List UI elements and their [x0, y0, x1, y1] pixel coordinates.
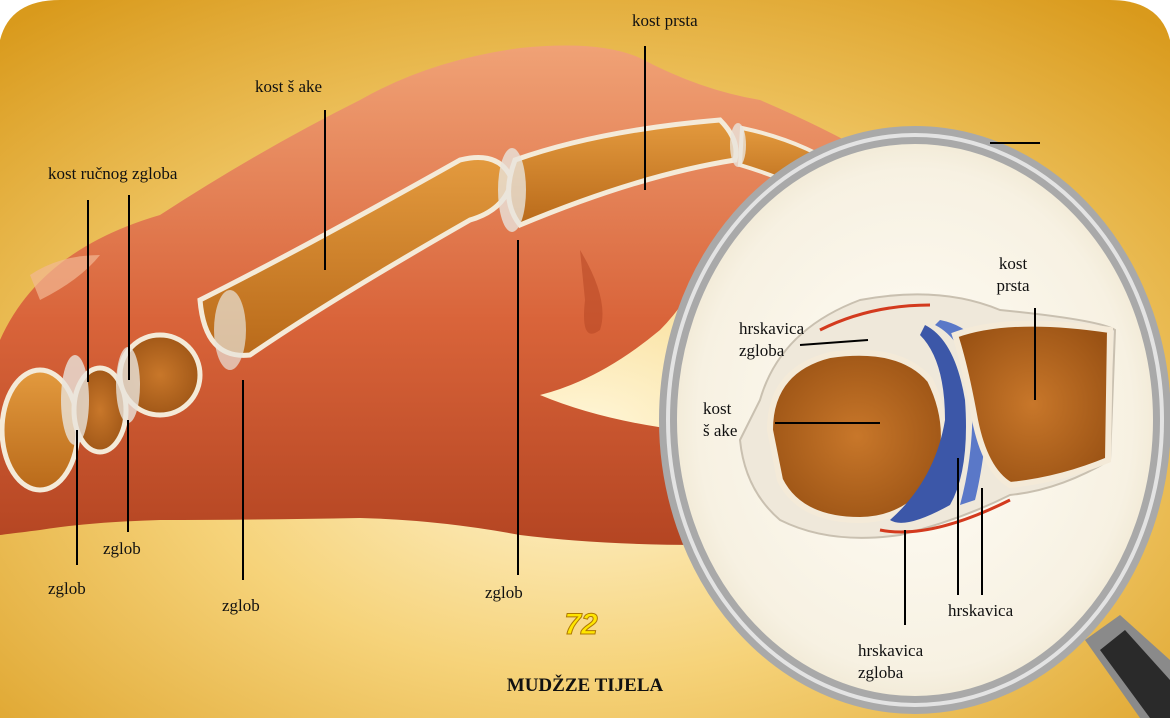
label-hrskavica-zgloba-top: hrskavica zgloba [739, 318, 804, 362]
label-kost-sake-zoom-line2: š ake [703, 420, 737, 442]
label-zglob-1: zglob [103, 538, 141, 560]
label-kost-sake-zoom: kost š ake [703, 398, 737, 442]
label-kost-prsta-zoom-line2: prsta [990, 275, 1036, 297]
label-hrskavica-zgloba-bottom-line1: hrskavica [858, 640, 923, 662]
label-kost-prsta-zoom-line1: kost [990, 253, 1036, 275]
label-hrskavica-zgloba-top-line2: zgloba [739, 340, 804, 362]
book-title: MUDŽZE TIJELA [470, 675, 700, 697]
label-kost-sake-zoom-line1: kost [703, 398, 737, 420]
label-kost-rucnog-zgloba: kost ručnog zgloba [48, 163, 177, 185]
label-kost-sake-top: kost š ake [255, 76, 322, 98]
label-zglob-2: zglob [48, 578, 86, 600]
label-kost-prsta-zoom: kost prsta [990, 253, 1036, 297]
label-hrskavica-zgloba-bottom: hrskavica zgloba [858, 640, 923, 684]
label-hrskavica-zgloba-top-line1: hrskavica [739, 318, 804, 340]
page-number: 72 [556, 608, 606, 642]
label-zglob-3: zglob [222, 595, 260, 617]
magnifier [668, 135, 1162, 705]
label-hrskavica-zgloba-bottom-line2: zgloba [858, 662, 923, 684]
label-zglob-4: zglob [485, 582, 523, 604]
label-hrskavica: hrskavica [948, 600, 1013, 622]
label-kost-prsta-top: kost prsta [632, 10, 698, 32]
